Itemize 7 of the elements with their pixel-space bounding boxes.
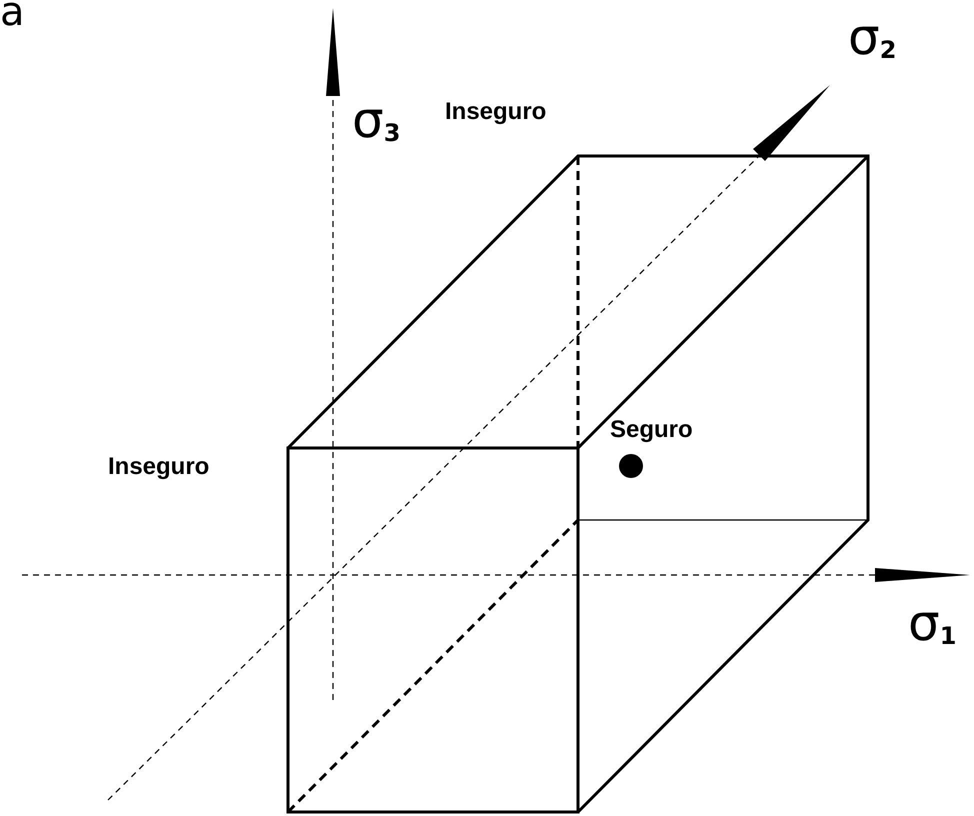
region-label: Inseguro	[108, 455, 210, 479]
region-label: Inseguro	[445, 100, 546, 124]
panel-letter: a	[0, 0, 25, 32]
region-label: Seguro	[610, 418, 693, 442]
axis-label: σ$_{3}$	[352, 95, 400, 145]
axis-label: σ$_{1}$	[908, 598, 956, 648]
axis-label: σ$_{2}$	[848, 12, 896, 62]
